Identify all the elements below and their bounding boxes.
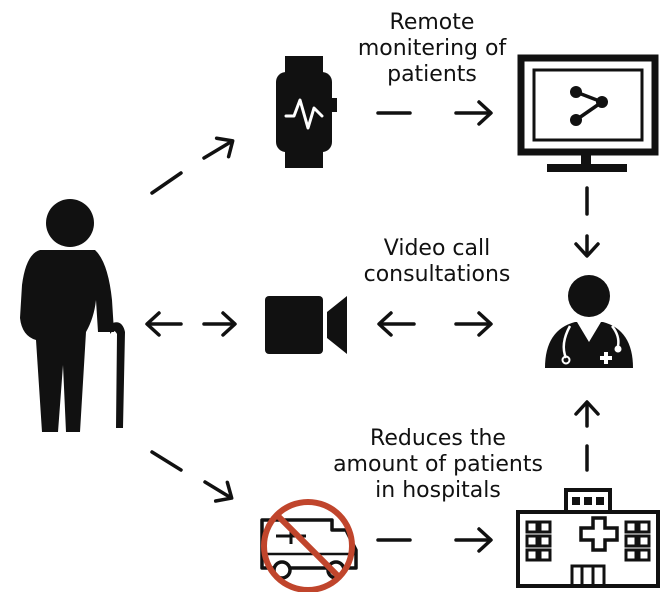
label-remote-monitoring: Remote monitering of patients [357,10,507,87]
hospital-building-icon [516,488,660,588]
computer-monitor-share-icon [517,54,659,172]
arrow-hospital-to-doctor [574,400,600,472]
arrow-monitor-to-doctor [574,186,600,258]
label-video-call: Video call consultations [363,236,511,287]
arrow-person-to-ambulance [150,450,240,510]
arrow-camera-doctor-bidirectional [377,311,493,337]
arrow-person-camera-bidirectional [145,311,237,337]
smartwatch-icon [276,56,337,168]
video-camera-icon [265,296,347,354]
doctor-with-stethoscope-icon [545,275,633,368]
ambulance-prohibited-icon [260,499,358,592]
elderly-person-with-cane-icon [20,199,125,432]
arrow-ambulance-to-hospital [376,527,493,553]
arrow-watch-to-monitor [376,100,493,126]
label-reduces-patients: Reduces the amount of patients in hospit… [333,426,543,503]
arrow-person-to-watch [150,129,241,195]
